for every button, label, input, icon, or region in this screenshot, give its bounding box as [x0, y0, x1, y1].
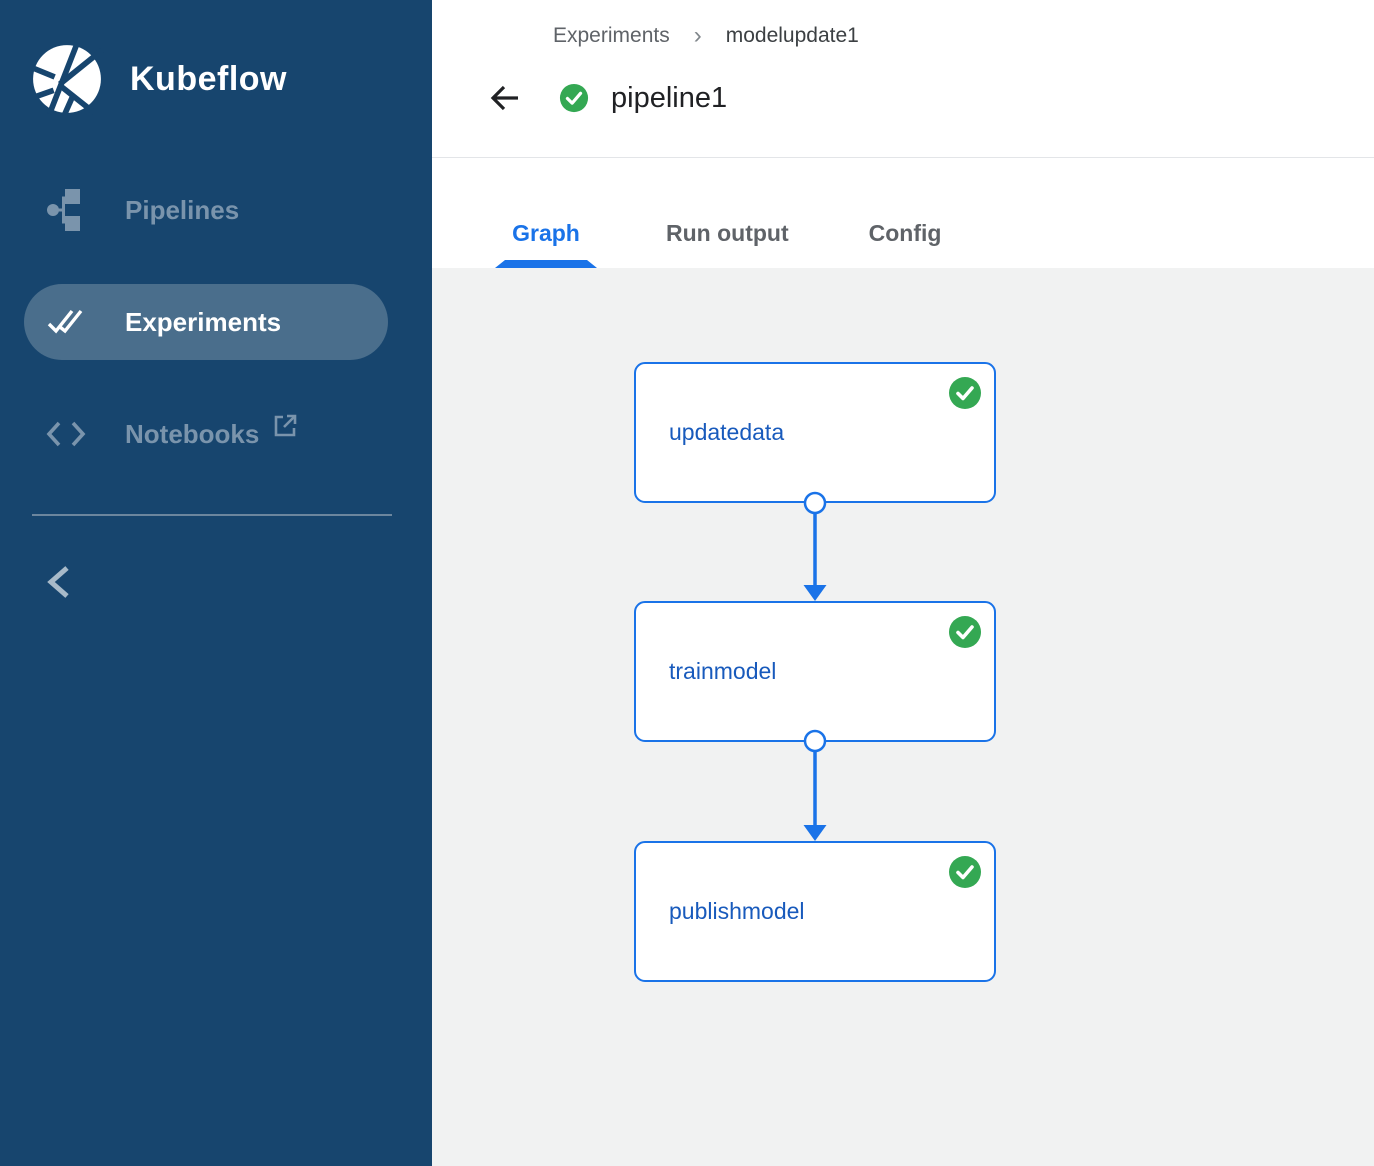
graph-node-updatedata[interactable]: updatedata — [634, 362, 996, 503]
sidebar-item-pipelines[interactable]: Pipelines — [24, 172, 388, 248]
page-header: Experiments › modelupdate1 — [432, 0, 1374, 158]
tab-label: Config — [868, 220, 942, 246]
tab-config[interactable]: Config — [869, 158, 942, 268]
tab-label: Graph — [512, 220, 580, 246]
run-status-success-icon — [559, 83, 589, 113]
brand-name: Kubeflow — [130, 59, 287, 98]
double-check-icon — [44, 300, 88, 344]
sidebar-collapse-button[interactable] — [46, 564, 72, 603]
sidebar-nav: Pipelines Experiments — [0, 172, 432, 472]
node-label: updatedata — [669, 419, 785, 445]
graph-node-trainmodel[interactable]: trainmodel — [634, 601, 996, 742]
pipeline-graph-canvas: updatedata trainmodel — [432, 268, 1374, 1166]
main-area: Experiments › modelupdate1 — [432, 0, 1374, 1166]
page-title: pipeline1 — [611, 81, 728, 114]
back-button[interactable] — [487, 80, 523, 116]
open-in-new-icon — [273, 413, 298, 445]
breadcrumb-current: modelupdate1 — [725, 24, 859, 47]
kubeflow-logo-icon — [30, 42, 104, 116]
sidebar: Kubeflow Pipelines — [0, 0, 432, 1166]
pipelines-flow-icon — [44, 188, 88, 232]
sidebar-divider — [32, 514, 392, 516]
check-circle-success-icon — [949, 856, 981, 888]
active-tab-indicator — [495, 260, 597, 268]
sidebar-item-label: Pipelines — [125, 194, 240, 225]
code-brackets-icon — [44, 412, 88, 456]
arrow-left-icon — [487, 85, 523, 119]
breadcrumb-link-experiments[interactable]: Experiments — [553, 24, 670, 47]
sidebar-item-notebooks[interactable]: Notebooks — [24, 396, 388, 472]
graph-node-publishmodel[interactable]: publishmodel — [634, 841, 996, 982]
edge-updatedata-trainmodel — [803, 491, 827, 601]
output-port-circle — [803, 491, 827, 515]
sidebar-item-experiments[interactable]: Experiments — [24, 284, 388, 360]
tab-graph[interactable]: Graph — [495, 158, 597, 268]
sidebar-item-label: Experiments — [125, 306, 282, 337]
title-row: pipeline1 — [487, 80, 1374, 116]
edge-trainmodel-publishmodel — [803, 729, 827, 841]
check-circle-success-icon — [949, 616, 981, 648]
check-circle-success-icon — [949, 377, 981, 409]
chevron-left-icon — [46, 566, 72, 603]
output-port-circle — [803, 729, 827, 753]
breadcrumb: Experiments › modelupdate1 — [553, 24, 1374, 48]
node-label: publishmodel — [669, 898, 805, 924]
tab-bar: Graph Run output Config — [432, 158, 1374, 268]
node-label: trainmodel — [669, 658, 777, 684]
brand: Kubeflow — [0, 0, 432, 116]
chevron-right-icon: › — [693, 22, 702, 49]
tab-run-output[interactable]: Run output — [666, 158, 789, 268]
tab-label: Run output — [666, 220, 789, 246]
sidebar-item-label: Notebooks — [125, 418, 260, 449]
